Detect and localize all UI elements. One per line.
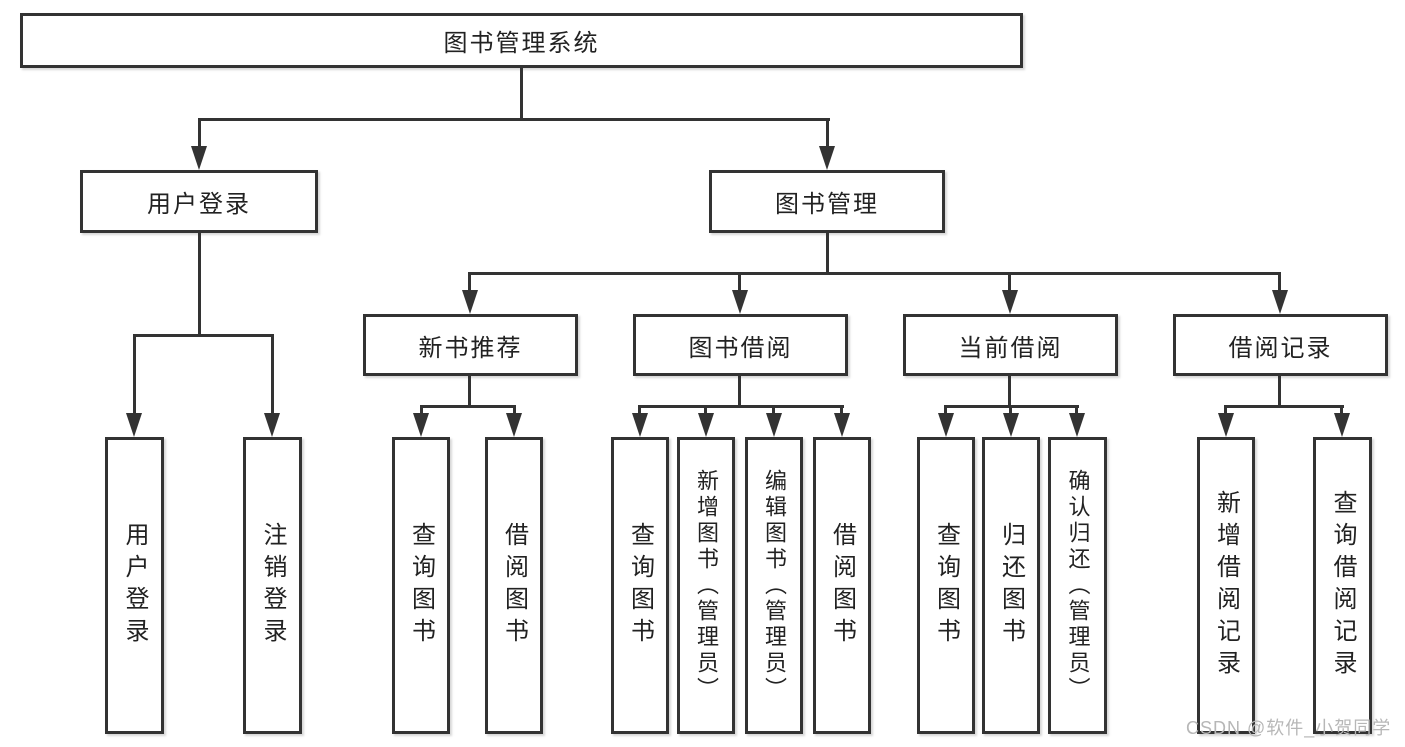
connector-line xyxy=(468,272,471,294)
connector-line xyxy=(198,118,830,121)
node-current-borrow: 当前借阅 xyxy=(903,314,1118,376)
node-book-management: 图书管理 xyxy=(709,170,945,233)
node-book-management-label: 图书管理 xyxy=(775,191,879,218)
arrowhead-icon xyxy=(1003,413,1019,437)
connector-line xyxy=(1278,376,1281,407)
node-current-borrow-label: 当前借阅 xyxy=(958,334,1063,362)
arrowhead-icon xyxy=(462,290,478,314)
connector-line xyxy=(1009,405,1012,417)
leaf-borrow-books: 借阅图书 xyxy=(485,437,543,734)
arrowhead-icon xyxy=(938,413,954,437)
connector-line xyxy=(945,405,1079,408)
connector-line xyxy=(1075,405,1078,417)
arrowhead-icon xyxy=(834,413,850,437)
leaf-return-book: 归还图书 xyxy=(982,437,1040,734)
connector-line xyxy=(738,376,741,407)
connector-line xyxy=(1278,272,1281,294)
node-new-book-recommend-label: 新书推荐 xyxy=(418,334,523,362)
connector-line xyxy=(198,118,201,150)
leaf-query-books: 查询图书 xyxy=(611,437,669,734)
connector-line xyxy=(840,405,843,417)
connector-line xyxy=(520,68,523,120)
connector-line xyxy=(271,334,274,416)
leaf-confirm-return-admin: 确认归还（管理员） xyxy=(1048,437,1107,734)
connector-line xyxy=(772,405,775,417)
connector-line xyxy=(944,405,947,417)
node-user-login: 用户登录 xyxy=(80,170,318,233)
leaf-borrow-books: 借阅图书 xyxy=(813,437,871,734)
connector-line xyxy=(133,334,136,416)
connector-line xyxy=(704,405,707,417)
node-user-login-label: 用户登录 xyxy=(147,191,251,218)
leaf-logout: 注销登录 xyxy=(243,437,302,734)
connector-line xyxy=(420,405,516,408)
arrowhead-icon xyxy=(1069,413,1085,437)
arrowhead-icon xyxy=(1334,413,1350,437)
connector-line xyxy=(198,233,201,337)
connector-line xyxy=(1008,376,1011,407)
arrowhead-icon xyxy=(413,413,429,437)
leaf-user-login: 用户登录 xyxy=(105,437,164,734)
connector-line xyxy=(1340,405,1343,417)
arrowhead-icon xyxy=(732,290,748,314)
arrowhead-icon xyxy=(264,413,280,437)
leaf-add-book-admin: 新增图书（管理员） xyxy=(677,437,735,734)
arrowhead-icon xyxy=(126,413,142,437)
node-new-book-recommend: 新书推荐 xyxy=(363,314,578,376)
arrowhead-icon xyxy=(632,413,648,437)
arrowhead-icon xyxy=(191,146,207,170)
connector-line xyxy=(639,405,844,408)
arrowhead-icon xyxy=(506,413,522,437)
connector-line xyxy=(420,405,423,417)
node-borrow-records-label: 借阅记录 xyxy=(1228,334,1333,362)
node-root-label: 图书管理系统 xyxy=(443,30,600,57)
node-book-borrow: 图书借阅 xyxy=(633,314,848,376)
node-borrow-records: 借阅记录 xyxy=(1173,314,1388,376)
arrowhead-icon xyxy=(1272,290,1288,314)
leaf-query-books: 查询图书 xyxy=(392,437,450,734)
arrowhead-icon xyxy=(1002,290,1018,314)
leaf-query-books: 查询图书 xyxy=(917,437,975,734)
connector-line xyxy=(738,272,741,294)
leaf-query-borrow-record: 查询借阅记录 xyxy=(1313,437,1372,734)
arrowhead-icon xyxy=(698,413,714,437)
leaf-edit-book-admin: 编辑图书（管理员） xyxy=(745,437,803,734)
node-book-borrow-label: 图书借阅 xyxy=(688,334,793,362)
connector-line xyxy=(1224,405,1227,417)
node-root: 图书管理系统 xyxy=(20,13,1023,68)
connector-line xyxy=(1008,272,1011,294)
arrowhead-icon xyxy=(766,413,782,437)
connector-line xyxy=(469,272,1281,275)
connector-line xyxy=(826,118,829,150)
connector-line xyxy=(468,376,471,407)
arrowhead-icon xyxy=(1218,413,1234,437)
leaf-add-borrow-record: 新增借阅记录 xyxy=(1197,437,1255,734)
arrowhead-icon xyxy=(819,146,835,170)
connector-line xyxy=(826,233,829,275)
connector-line xyxy=(133,334,274,337)
connector-line xyxy=(1225,405,1344,408)
connector-line xyxy=(638,405,641,417)
connector-line xyxy=(513,405,516,417)
